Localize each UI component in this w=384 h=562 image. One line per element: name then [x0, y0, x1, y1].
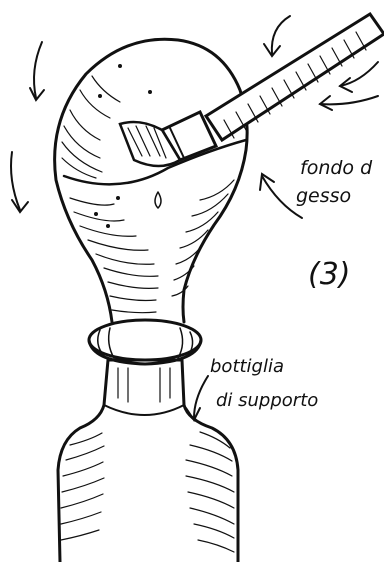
step-number: (3) [308, 257, 351, 292]
label-gesso: gesso [296, 185, 351, 207]
label-di-supporto: di supporto [216, 390, 318, 411]
bottle-collar [89, 320, 201, 364]
pointer-bottle-icon [194, 376, 208, 418]
bulb-form [55, 39, 248, 322]
support-bottle [58, 360, 238, 562]
arrow-top-right-icon [272, 16, 290, 54]
paint-brush [120, 14, 384, 166]
rotation-arrows [11, 16, 378, 420]
arrow-top-left-icon [34, 42, 42, 98]
label-fondo: fondo d [300, 157, 373, 179]
bulb-hatching [70, 180, 234, 313]
dome-hatching [62, 76, 120, 178]
label-bottiglia: bottiglia [210, 356, 284, 377]
bottle-hatching [61, 368, 234, 552]
